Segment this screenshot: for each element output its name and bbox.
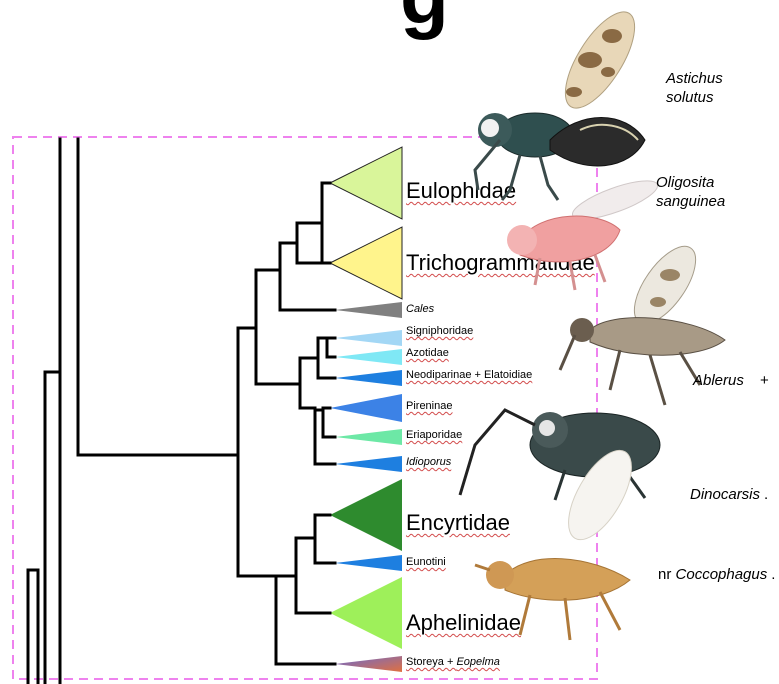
species-ablerus-trail: + bbox=[760, 372, 769, 389]
coccophagus-wing bbox=[556, 441, 644, 550]
coccophagus-body bbox=[505, 559, 630, 601]
species-oligosita-sanguinea: Oligosita sanguinea bbox=[656, 174, 725, 212]
branch-ladder bbox=[28, 139, 78, 684]
coccophagus-head bbox=[486, 561, 514, 589]
triangle-neodiparinae bbox=[335, 370, 402, 386]
label-eopelma: Eopelma bbox=[456, 656, 499, 668]
label-neodiparinae: Neodiparinae + Elatoidiae bbox=[406, 370, 532, 381]
label-idioporus: Idioporus bbox=[406, 457, 451, 468]
species-dinocarsis: Dinocarsis. bbox=[690, 486, 768, 505]
triangle-eulophidae bbox=[330, 147, 402, 219]
label-pireninae: Pireninae bbox=[406, 401, 452, 412]
species-coccophagus-name: Coccophagus bbox=[676, 566, 768, 583]
label-eriaporidae: Eriaporidae bbox=[406, 430, 462, 441]
triangle-idioporus bbox=[335, 456, 402, 472]
branch-lower-group bbox=[238, 455, 335, 664]
species-coccophagus-prefix: nr bbox=[658, 566, 676, 583]
triangle-signiphoridae bbox=[335, 330, 402, 346]
triangle-azotidae bbox=[335, 349, 402, 365]
triangle-trichogrammatidae bbox=[330, 227, 402, 299]
oligosita-head bbox=[507, 225, 537, 255]
tree-branches bbox=[28, 139, 335, 684]
species-ablerus-name: Ablerus bbox=[693, 372, 744, 389]
species-dinocarsis-trail: . bbox=[764, 486, 768, 503]
label-signiphoridae: Signiphoridae bbox=[406, 326, 473, 337]
species-dinocarsis-name: Dinocarsis bbox=[690, 486, 760, 503]
triangle-encyrtidae bbox=[330, 479, 402, 551]
triangle-eunotini bbox=[335, 555, 402, 571]
label-eunotini: Eunotini bbox=[406, 557, 446, 568]
wasp-coccophagus-illustration bbox=[470, 440, 660, 645]
label-storeya-eopelma: Storeya + Eopelma bbox=[406, 657, 500, 668]
species-astichus-genus: Astichus bbox=[666, 70, 723, 87]
triangle-eriaporidae bbox=[335, 429, 402, 445]
triangle-cales bbox=[335, 302, 402, 318]
species-astichus-epithet: solutus bbox=[666, 89, 714, 106]
ablerus-body bbox=[590, 318, 725, 356]
triangle-storeya-eopelma bbox=[335, 656, 402, 672]
label-azotidae: Azotidae bbox=[406, 348, 449, 359]
label-cales: Cales bbox=[406, 304, 434, 315]
label-storeya: Storeya + bbox=[406, 656, 456, 668]
triangle-aphelinidae bbox=[330, 577, 402, 649]
species-astichus-solutus: Astichus solutus bbox=[666, 70, 723, 108]
triangle-pireninae bbox=[330, 394, 402, 422]
species-coccophagus-trail: . bbox=[771, 566, 775, 583]
branch-upper-group bbox=[238, 183, 335, 464]
species-ablerus: Ablerus + bbox=[693, 372, 769, 391]
species-oligosita-genus: Oligosita bbox=[656, 174, 714, 191]
species-coccophagus: nr Coccophagus. bbox=[658, 566, 775, 585]
species-oligosita-epithet: sanguinea bbox=[656, 193, 725, 210]
